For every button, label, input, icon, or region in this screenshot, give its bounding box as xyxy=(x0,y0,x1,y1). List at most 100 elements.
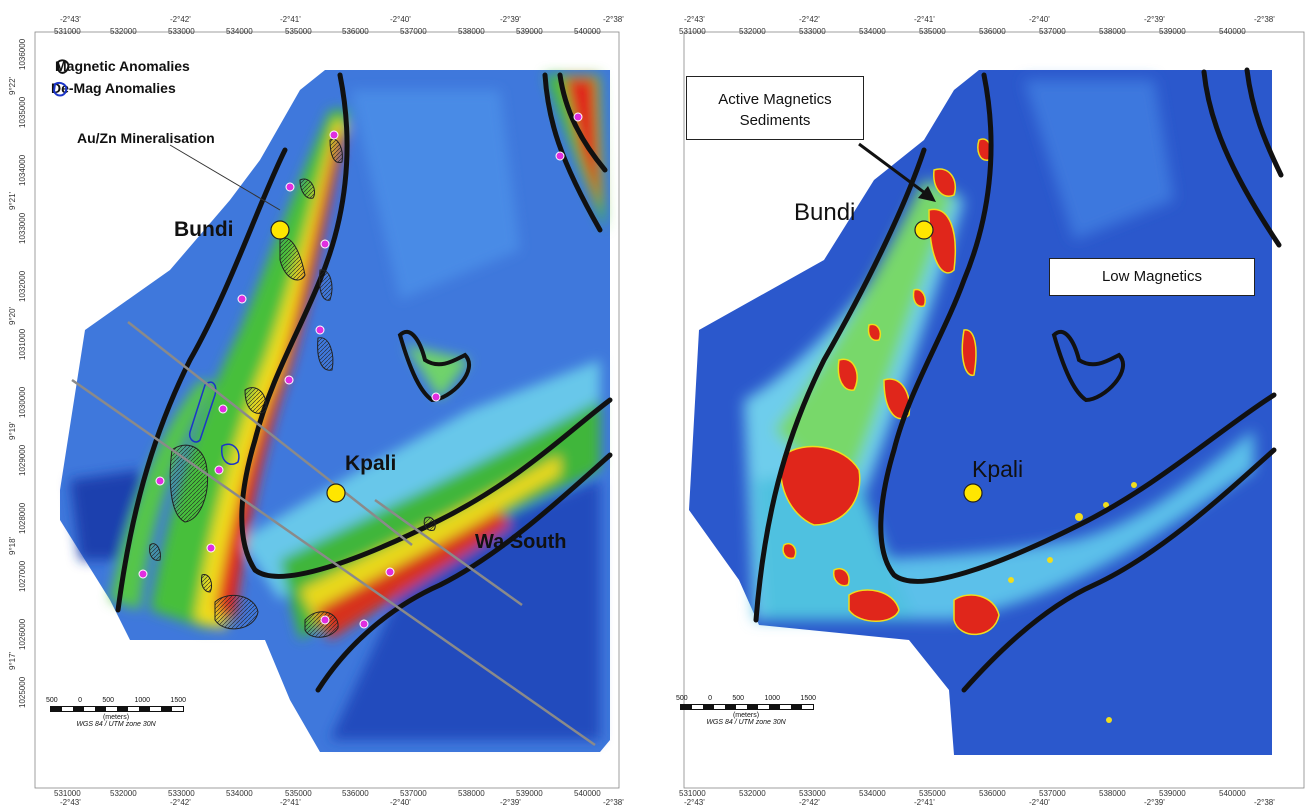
mineralisation-label: Au/Zn Mineralisation xyxy=(77,130,215,146)
svg-text:540000: 540000 xyxy=(574,27,601,36)
svg-text:538000: 538000 xyxy=(1099,789,1126,798)
kpali-label-right: Kpali xyxy=(972,456,1023,482)
magnetic-anomaly-map: Bundi Kpali Wa South Au/Zn Mineralisatio… xyxy=(0,0,645,807)
svg-text:534000: 534000 xyxy=(859,27,886,36)
magnetic-loop-outline xyxy=(397,329,472,403)
svg-text:-2°41': -2°41' xyxy=(280,798,301,807)
svg-text:532000: 532000 xyxy=(110,27,137,36)
magnetic-loop-outline-right xyxy=(1051,329,1126,403)
svg-text:-2°40': -2°40' xyxy=(1029,15,1050,24)
svg-text:535000: 535000 xyxy=(285,27,312,36)
left-longitude-top: -2°43' -2°42' -2°41' -2°40' -2°39' -2°38… xyxy=(60,15,624,24)
active-magnetics-map: Bundi Kpali 531000 532000 533000 534000 … xyxy=(654,0,1309,807)
svg-text:539000: 539000 xyxy=(516,789,543,798)
right-longitude-top: -2°43' -2°42' -2°41' -2°40' -2°39' -2°38… xyxy=(684,15,1275,24)
svg-text:1026000: 1026000 xyxy=(18,618,27,650)
svg-text:531000: 531000 xyxy=(679,27,706,36)
svg-text:539000: 539000 xyxy=(1159,27,1186,36)
svg-text:532000: 532000 xyxy=(739,27,766,36)
svg-text:-2°39': -2°39' xyxy=(1144,798,1165,807)
kpali-marker-right xyxy=(963,483,983,503)
right-easting-bottom: 531000 532000 533000 534000 535000 53600… xyxy=(679,789,1246,798)
svg-text:540000: 540000 xyxy=(1219,27,1246,36)
arrow-head xyxy=(918,186,936,202)
svg-text:-2°38': -2°38' xyxy=(1254,798,1275,807)
svg-text:537000: 537000 xyxy=(400,27,427,36)
svg-text:-2°39': -2°39' xyxy=(1144,15,1165,24)
bundi-label-right: Bundi xyxy=(794,199,855,226)
svg-text:538000: 538000 xyxy=(1099,27,1126,36)
svg-text:-2°43': -2°43' xyxy=(60,798,81,807)
svg-text:537000: 537000 xyxy=(1039,27,1066,36)
svg-text:535000: 535000 xyxy=(285,789,312,798)
legend-magnetic: Magnetic Anomalies xyxy=(55,58,190,74)
legend-demag-label: De-Mag Anomalies xyxy=(51,80,176,96)
svg-text:-2°38': -2°38' xyxy=(603,15,624,24)
svg-text:-2°39': -2°39' xyxy=(500,798,521,807)
wa-south-label: Wa South xyxy=(475,531,566,553)
svg-text:533000: 533000 xyxy=(799,789,826,798)
svg-text:-2°41': -2°41' xyxy=(914,798,935,807)
mineralisation-leader xyxy=(169,144,281,211)
svg-text:540000: 540000 xyxy=(574,789,601,798)
svg-text:-2°38': -2°38' xyxy=(603,798,624,807)
svg-text:9°19': 9°19' xyxy=(8,421,17,440)
left-easting-bottom: 531000 532000 533000 534000 535000 53600… xyxy=(54,789,601,798)
bundi-label: Bundi xyxy=(174,218,233,241)
svg-text:-2°41': -2°41' xyxy=(280,15,301,24)
svg-text:532000: 532000 xyxy=(110,789,137,798)
svg-text:531000: 531000 xyxy=(54,789,81,798)
right-map-svg: Bundi Kpali 531000 532000 533000 534000 … xyxy=(679,15,1305,807)
svg-text:539000: 539000 xyxy=(516,27,543,36)
svg-text:536000: 536000 xyxy=(979,27,1006,36)
svg-text:1029000: 1029000 xyxy=(18,444,27,476)
svg-text:537000: 537000 xyxy=(1039,789,1066,798)
legend-magnetic-label: Magnetic Anomalies xyxy=(55,58,190,74)
svg-text:9°20': 9°20' xyxy=(8,306,17,325)
svg-text:9°17': 9°17' xyxy=(8,651,17,670)
svg-text:538000: 538000 xyxy=(458,27,485,36)
svg-text:-2°43': -2°43' xyxy=(60,15,81,24)
svg-text:537000: 537000 xyxy=(400,789,427,798)
magnetic-polygon-icon xyxy=(57,59,70,74)
svg-text:-2°40': -2°40' xyxy=(390,15,411,24)
svg-text:-2°40': -2°40' xyxy=(1029,798,1050,807)
svg-text:-2°43': -2°43' xyxy=(684,798,705,807)
magnetic-anomaly-polygons xyxy=(149,138,436,638)
svg-text:-2°42': -2°42' xyxy=(170,798,191,807)
svg-text:536000: 536000 xyxy=(342,27,369,36)
svg-text:1031000: 1031000 xyxy=(18,328,27,360)
svg-text:-2°42': -2°42' xyxy=(799,798,820,807)
svg-text:1036000: 1036000 xyxy=(18,38,27,70)
left-northing-axis: 1036000 1035000 1034000 1033000 1032000 … xyxy=(18,38,27,708)
svg-text:536000: 536000 xyxy=(979,789,1006,798)
demag-polygon-icon xyxy=(52,81,68,97)
sample-points xyxy=(138,112,583,629)
right-easting-top: 531000 532000 533000 534000 535000 53600… xyxy=(679,27,1246,36)
kpali-marker xyxy=(326,483,346,503)
svg-text:9°21': 9°21' xyxy=(8,191,17,210)
svg-text:-2°40': -2°40' xyxy=(390,798,411,807)
svg-text:538000: 538000 xyxy=(458,789,485,798)
left-map-svg: Bundi Kpali Wa South Au/Zn Mineralisatio… xyxy=(8,15,624,807)
svg-text:533000: 533000 xyxy=(799,27,826,36)
svg-text:532000: 532000 xyxy=(739,789,766,798)
svg-text:539000: 539000 xyxy=(1159,789,1186,798)
interpreted-boundaries-right xyxy=(753,67,1284,693)
svg-text:536000: 536000 xyxy=(342,789,369,798)
svg-text:1025000: 1025000 xyxy=(18,676,27,708)
svg-text:533000: 533000 xyxy=(168,789,195,798)
legend-demag: De-Mag Anomalies xyxy=(51,80,176,97)
section-lines xyxy=(71,321,596,747)
minor-anomalies xyxy=(1008,482,1137,723)
right-longitude-bottom: -2°43' -2°42' -2°41' -2°40' -2°39' -2°38… xyxy=(684,798,1275,807)
svg-text:531000: 531000 xyxy=(54,27,81,36)
svg-text:535000: 535000 xyxy=(919,27,946,36)
left-longitude-bottom: -2°43' -2°42' -2°41' -2°40' -2°39' -2°38… xyxy=(60,798,624,807)
svg-text:1035000: 1035000 xyxy=(18,96,27,128)
svg-text:535000: 535000 xyxy=(919,789,946,798)
svg-text:9°18': 9°18' xyxy=(8,536,17,555)
svg-text:1030000: 1030000 xyxy=(18,386,27,418)
